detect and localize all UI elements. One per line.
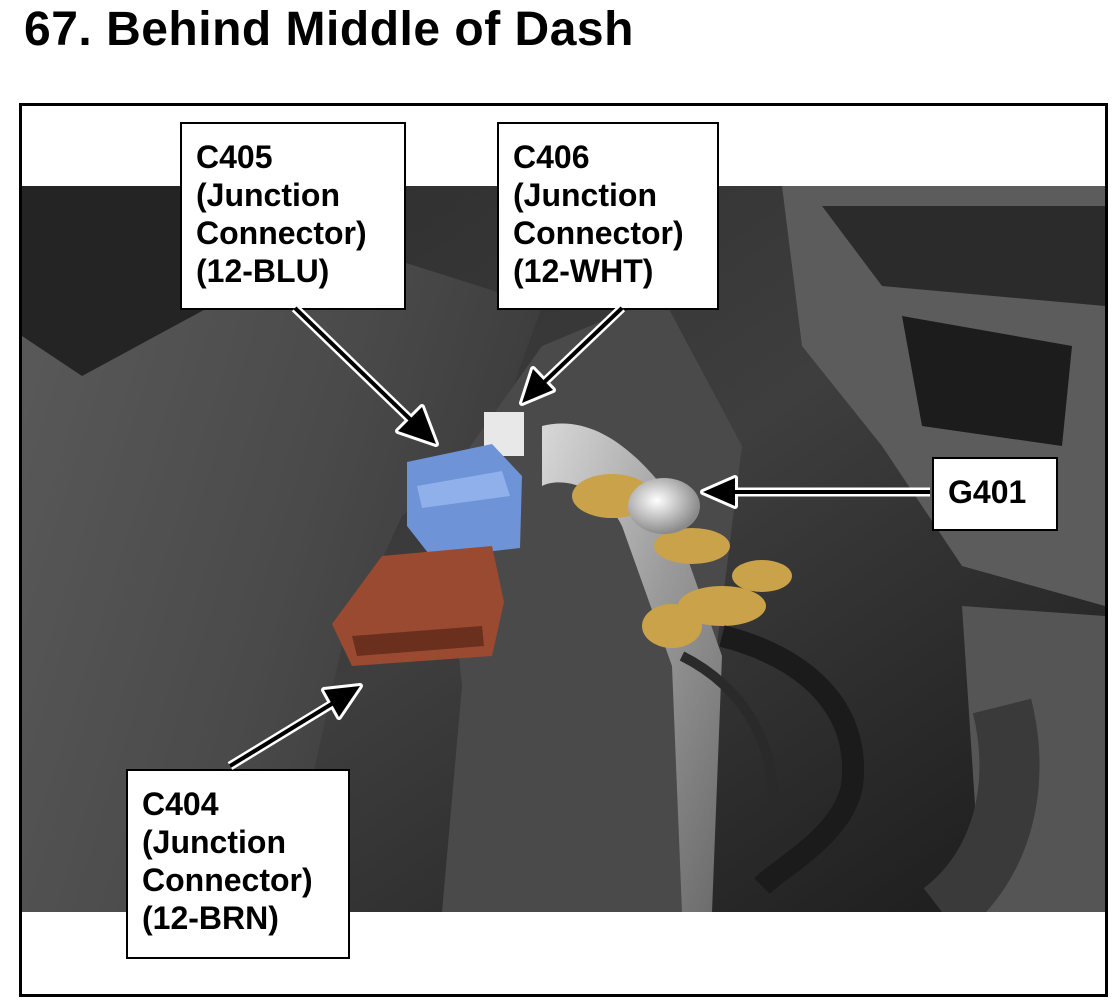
callout-c406-id: C406: [513, 139, 590, 175]
callout-c406: C406 (Junction Connector) (12-WHT): [497, 122, 719, 310]
callout-c405-desc1: (Junction: [196, 177, 340, 213]
callout-g401: G401: [932, 457, 1058, 531]
page-title: 67. Behind Middle of Dash: [24, 3, 634, 56]
callout-c404-desc1: (Junction: [142, 824, 286, 860]
callout-c406-spec: (12-WHT): [513, 253, 654, 289]
callout-c405-id: C405: [196, 139, 273, 175]
callout-c404-id: C404: [142, 786, 219, 822]
callout-c406-desc1: (Junction: [513, 177, 657, 213]
wire-harness: [719, 625, 865, 895]
callout-c405-desc2: Connector): [196, 215, 367, 251]
callout-c404: C404 (Junction Connector) (12-BRN): [126, 769, 350, 959]
callout-c405: C405 (Junction Connector) (12-BLU): [180, 122, 406, 310]
callout-c404-spec: (12-BRN): [142, 900, 279, 936]
callout-c405-spec: (12-BLU): [196, 253, 330, 289]
figure-frame: C405 (Junction Connector) (12-BLU) C406 …: [19, 103, 1108, 997]
callout-c404-desc2: Connector): [142, 862, 313, 898]
callout-g401-id: G401: [948, 474, 1027, 510]
ground-bolt: [628, 478, 700, 534]
callout-c406-desc2: Connector): [513, 215, 684, 251]
